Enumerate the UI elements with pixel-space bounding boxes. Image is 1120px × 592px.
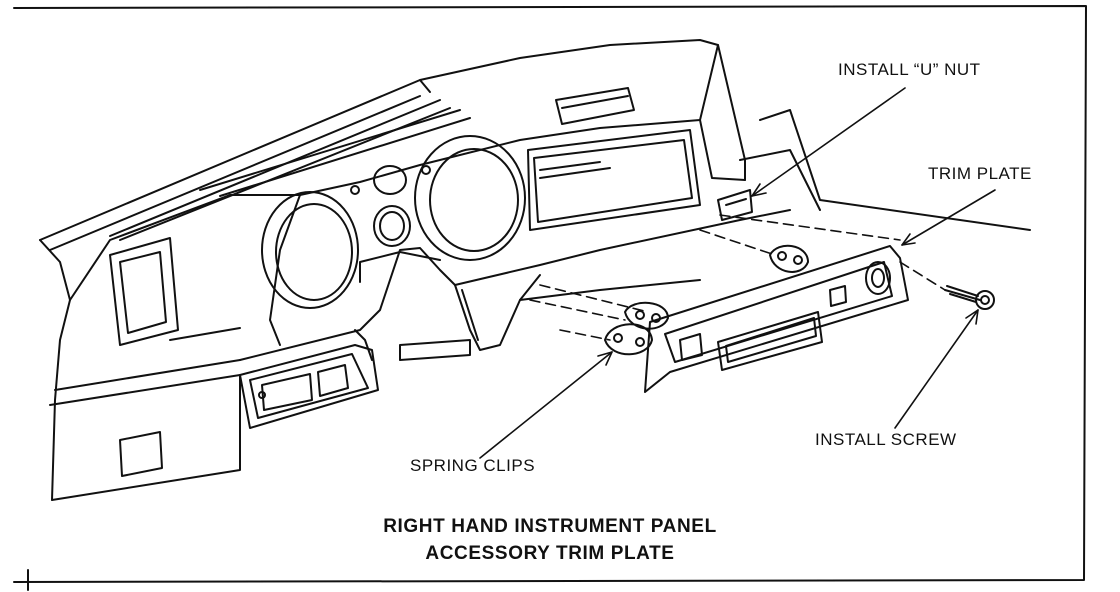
arrow-install-screw — [966, 310, 978, 324]
label-install-screw: INSTALL SCREW — [815, 430, 957, 449]
alignment-lines — [530, 215, 945, 340]
install-screw-part — [945, 286, 994, 309]
arrow-spring-clips — [598, 352, 612, 365]
gauges — [262, 136, 525, 308]
label-spring-clips: SPRING CLIPS — [410, 456, 536, 475]
caption-line-2: ACCESSORY TRIM PLATE — [425, 543, 675, 564]
lower-panel — [240, 110, 1030, 360]
caption-line-1: RIGHT HAND INSTRUMENT PANEL — [383, 516, 717, 537]
label-install-u-nut: INSTALL “U” NUT — [838, 60, 981, 79]
leader-u-nut — [752, 88, 905, 196]
leader-lines — [480, 88, 995, 458]
dash-top-surface — [40, 40, 718, 250]
leader-spring-clips — [480, 352, 612, 458]
arrow-u-nut — [752, 184, 766, 196]
left-accessory-bezel — [240, 330, 378, 428]
spring-clips-group — [605, 246, 808, 354]
cluster-housing — [230, 45, 745, 345]
arrow-trim-plate — [902, 234, 915, 245]
leader-trim-plate — [902, 190, 995, 245]
leader-install-screw — [895, 310, 978, 428]
label-trim-plate: TRIM PLATE — [928, 164, 1032, 183]
figure-frame — [14, 6, 1086, 582]
left-end-cap — [40, 195, 240, 500]
defroster-vent — [556, 88, 634, 124]
u-nut-bracket — [718, 190, 752, 220]
trim-plate — [645, 246, 908, 392]
